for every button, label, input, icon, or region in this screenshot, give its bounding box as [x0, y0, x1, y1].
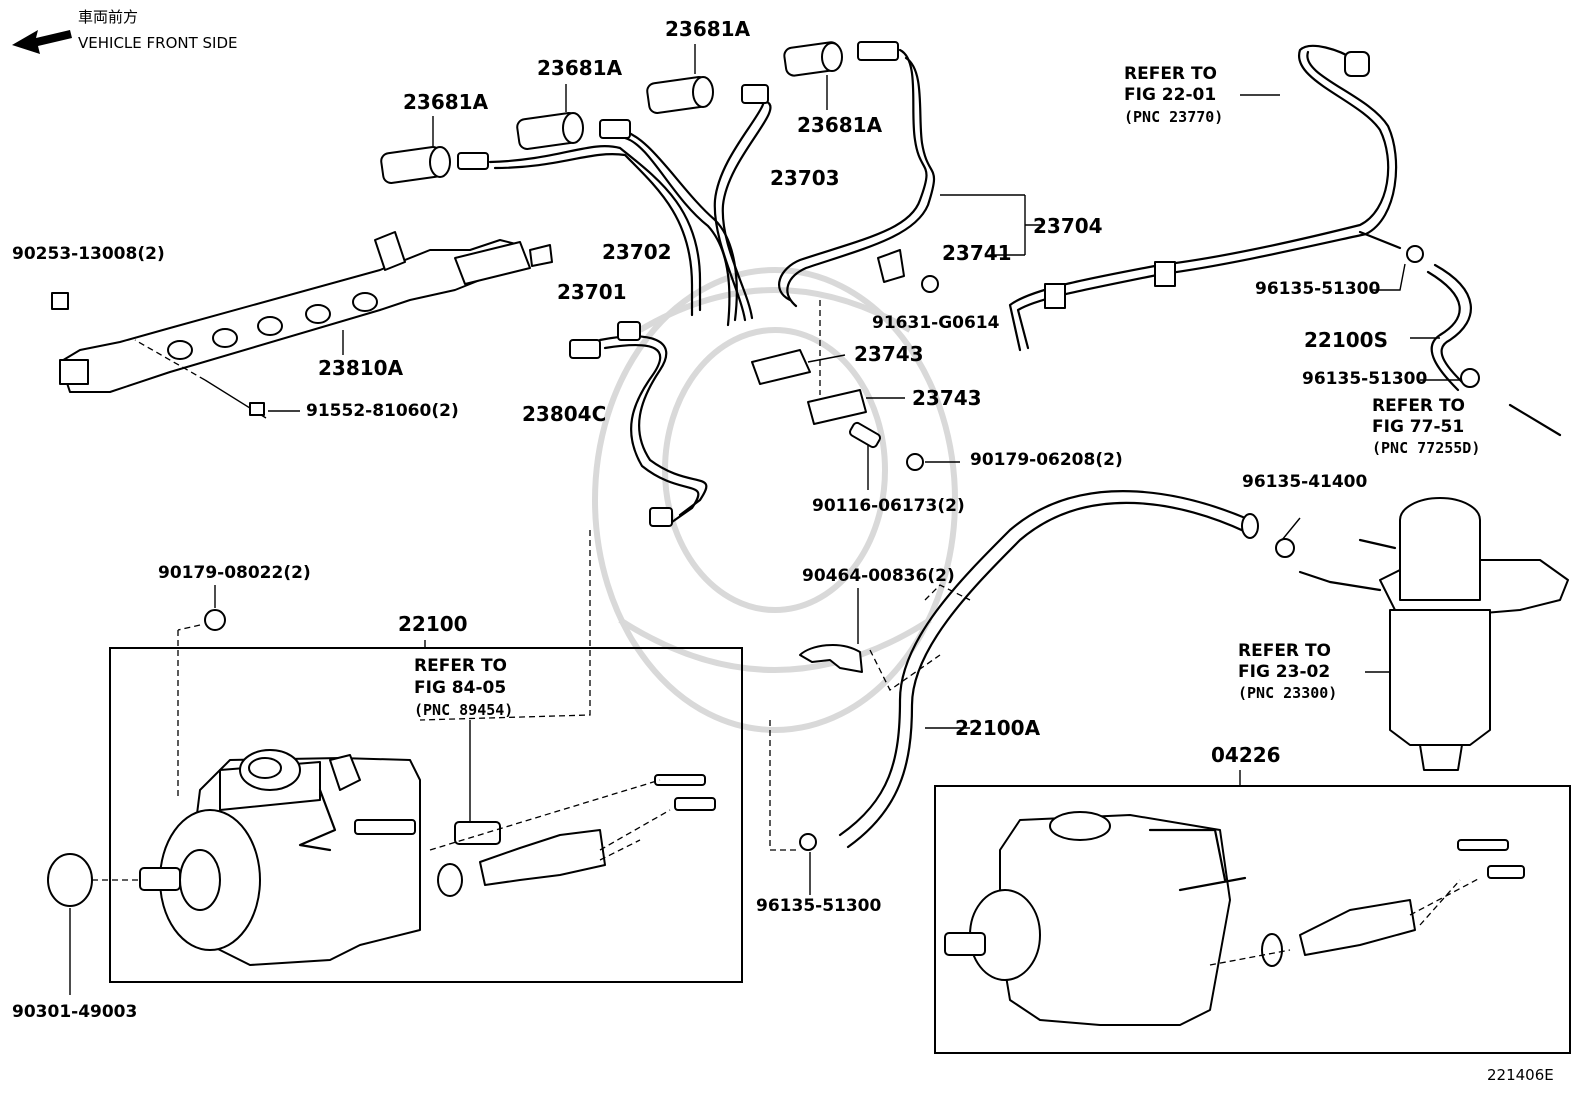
callout-23743-upper[interactable]: 23743 — [854, 342, 924, 366]
reference-line: FIG 22-01 — [1124, 85, 1217, 105]
clamp-96135-c — [799, 833, 817, 851]
pump-assembly-box-22100 — [109, 647, 743, 983]
callout-96135-51300[interactable]: 96135-51300 — [756, 896, 882, 916]
kit-pump-04226 — [944, 811, 1525, 1026]
callout-96135-51300[interactable]: 96135-51300 — [1255, 279, 1381, 299]
reference-pnc: (PNC 77255D) — [1372, 439, 1481, 457]
fuel-filter — [1298, 497, 1569, 771]
solenoid-valve — [479, 829, 606, 886]
callout-22100A[interactable]: 22100A — [955, 716, 1041, 740]
callout-90116-06173[interactable]: 90116-06173(2) — [812, 496, 965, 516]
callout-22100[interactable]: 22100 — [398, 612, 468, 636]
injection-pipes — [488, 48, 936, 524]
callout-04226[interactable]: 04226 — [1211, 743, 1281, 767]
callout-23741[interactable]: 23741 — [942, 241, 1012, 265]
reference-pnc: (PNC 89454) — [414, 701, 514, 719]
callout-23702[interactable]: 23702 — [602, 240, 672, 264]
reference-pnc: (PNC 23770) — [1124, 108, 1224, 126]
callout-23703[interactable]: 23703 — [770, 166, 840, 190]
clamp-23741 — [877, 249, 905, 283]
reference-line: FIG 77-51 — [1372, 417, 1465, 437]
reference-line: REFER TO — [1124, 64, 1217, 84]
callout-90179-06208[interactable]: 90179-06208(2) — [970, 450, 1123, 470]
callout-96135-41400[interactable]: 96135-41400 — [1242, 472, 1368, 492]
nut-90179-08022 — [204, 609, 226, 631]
figure-code: 221406E — [1487, 1066, 1554, 1084]
reference-line: FIG 84-05 — [414, 678, 507, 698]
fuel-hose-22100A — [838, 490, 1301, 849]
nut-90179-06208 — [906, 453, 924, 471]
reference-pnc: (PNC 23300) — [1238, 684, 1338, 702]
sleeves-23681A — [380, 41, 843, 184]
clip-90464 — [799, 644, 863, 673]
callout-23804C[interactable]: 23804C — [522, 402, 607, 426]
direction-label-jp: 車両前方 — [78, 8, 139, 26]
reference-line: REFER TO — [414, 656, 507, 676]
o-ring-90301 — [47, 853, 93, 907]
callout-90253-13008[interactable]: 90253-13008(2) — [12, 244, 165, 264]
clamp-23743-upper — [751, 349, 811, 385]
callout-23704[interactable]: 23704 — [1033, 214, 1103, 238]
callout-96135-51300[interactable]: 96135-51300 — [1302, 369, 1428, 389]
watermark — [592, 267, 958, 733]
callout-23743-lower[interactable]: 23743 — [912, 386, 982, 410]
callout-91552-81060[interactable]: 91552-81060(2) — [306, 401, 459, 421]
callout-23810A[interactable]: 23810A — [318, 356, 404, 380]
callout-91631-G0614[interactable]: 91631-G0614 — [872, 313, 1000, 333]
callout-23681A[interactable]: 23681A — [403, 90, 489, 114]
callout-23681A[interactable]: 23681A — [665, 17, 751, 41]
callout-22100S[interactable]: 22100S — [1304, 328, 1388, 352]
bolt-91552-head — [249, 402, 265, 416]
supply-pump — [139, 749, 421, 966]
sensor-fig84 — [454, 821, 501, 845]
clamp-23743-lower — [807, 389, 867, 425]
callout-90179-08022[interactable]: 90179-08022(2) — [158, 563, 311, 583]
reference-line: REFER TO — [1238, 641, 1331, 661]
hose-22100S — [1433, 263, 1472, 387]
callout-23681A[interactable]: 23681A — [797, 113, 883, 137]
reference-line: FIG 23-02 — [1238, 662, 1331, 682]
stud-90116 — [848, 421, 882, 449]
callout-90301-49003[interactable]: 90301-49003 — [12, 1002, 138, 1022]
gasket-kit-box-04226 — [934, 785, 1571, 1054]
fuel-rail — [51, 231, 553, 393]
callout-23701[interactable]: 23701 — [557, 280, 627, 304]
callout-90464-00836[interactable]: 90464-00836(2) — [802, 566, 955, 586]
reference-line: REFER TO — [1372, 396, 1465, 416]
bolt-91631 — [921, 275, 939, 293]
callout-23681A[interactable]: 23681A — [537, 56, 623, 80]
leak-pipe-23704 — [940, 44, 1398, 352]
arrow-left-icon — [12, 30, 72, 54]
direction-label-en: VEHICLE FRONT SIDE — [78, 34, 238, 52]
